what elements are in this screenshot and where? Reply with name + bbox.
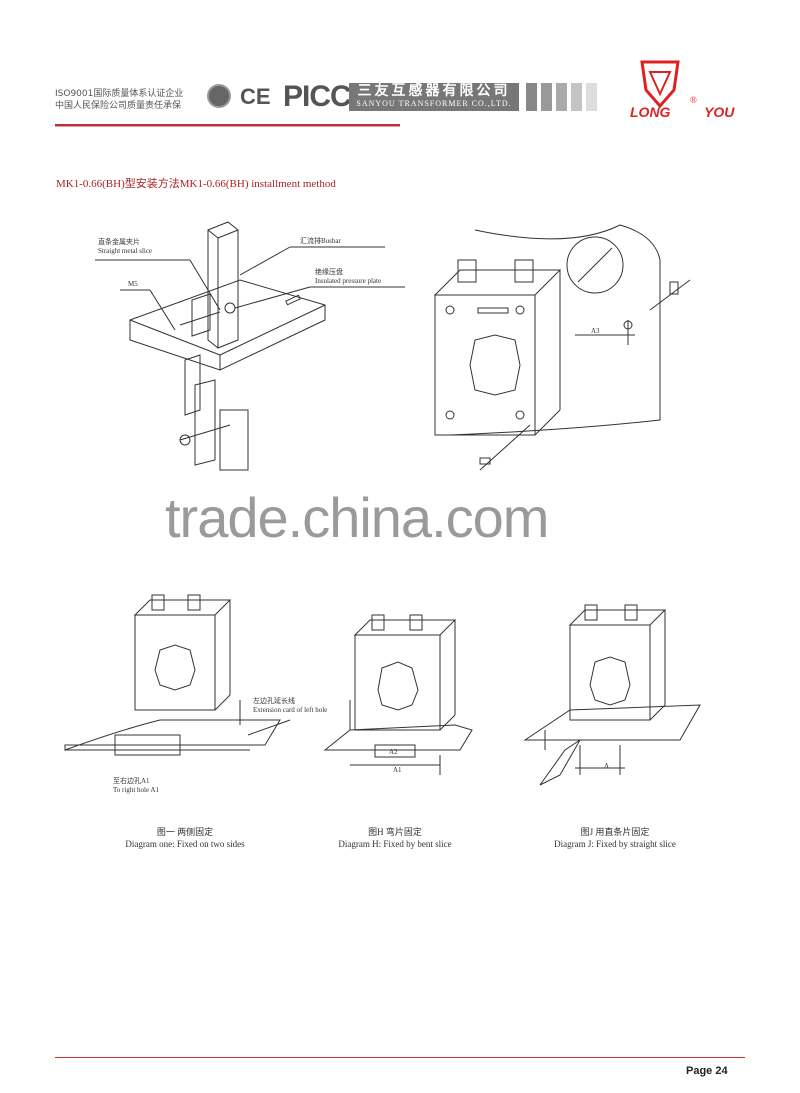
diagram-j-drawing <box>523 604 701 786</box>
decor-bar <box>526 83 537 111</box>
quality-seal-icon <box>207 84 231 108</box>
footer-rule <box>55 1057 745 1058</box>
busbar-installation-drawing <box>129 221 326 471</box>
header-rule-shadow <box>55 126 400 127</box>
diagram-one-drawing <box>64 594 291 756</box>
company-banner: 三友互感器有限公司 SANYOU TRANSFORMER CO.,LTD. <box>349 83 519 111</box>
section-title: MK1-0.66(BH)型安装方法MK1-0.66(BH) installmen… <box>56 178 336 190</box>
decor-bar <box>571 83 582 111</box>
decor-bar <box>541 83 552 111</box>
leader-lines <box>95 246 405 331</box>
registered-mark: ® <box>690 95 697 105</box>
certification-text: ISO9001国际质量体系认证企业 中国人民保险公司质量责任承保 <box>55 88 183 112</box>
panel-mount-drawing <box>433 224 691 471</box>
a1-label: A1 <box>393 766 402 774</box>
cert-line-1: ISO9001国际质量体系认证企业 <box>55 89 184 99</box>
diagram-h-drawing <box>323 614 473 775</box>
longyou-shield-logo-icon <box>640 60 680 109</box>
decor-bar <box>556 83 567 111</box>
a-label: A <box>604 762 610 770</box>
company-name-en: SANYOU TRANSFORMER CO.,LTD. <box>356 99 512 108</box>
watermark: trade.china.com <box>165 486 549 549</box>
m5-label: M5 <box>128 280 138 288</box>
cert-line-2: 中国人民保险公司质量责任承保 <box>55 101 182 111</box>
a2-label: A2 <box>389 748 398 756</box>
bottom-diagrams-drawing <box>64 594 701 786</box>
logo-text: LONG YOU <box>630 104 735 120</box>
page-number: Page 24 <box>686 1065 728 1077</box>
a3-label: A3 <box>591 327 600 335</box>
busbar-label: 汇流排Busbar <box>300 237 341 245</box>
picc-logo: PICC <box>283 80 352 113</box>
company-name-cn: 三友互感器有限公司 <box>357 83 511 99</box>
header-rule <box>55 124 400 126</box>
decor-bar <box>586 83 597 111</box>
ce-mark: CE <box>240 84 271 109</box>
